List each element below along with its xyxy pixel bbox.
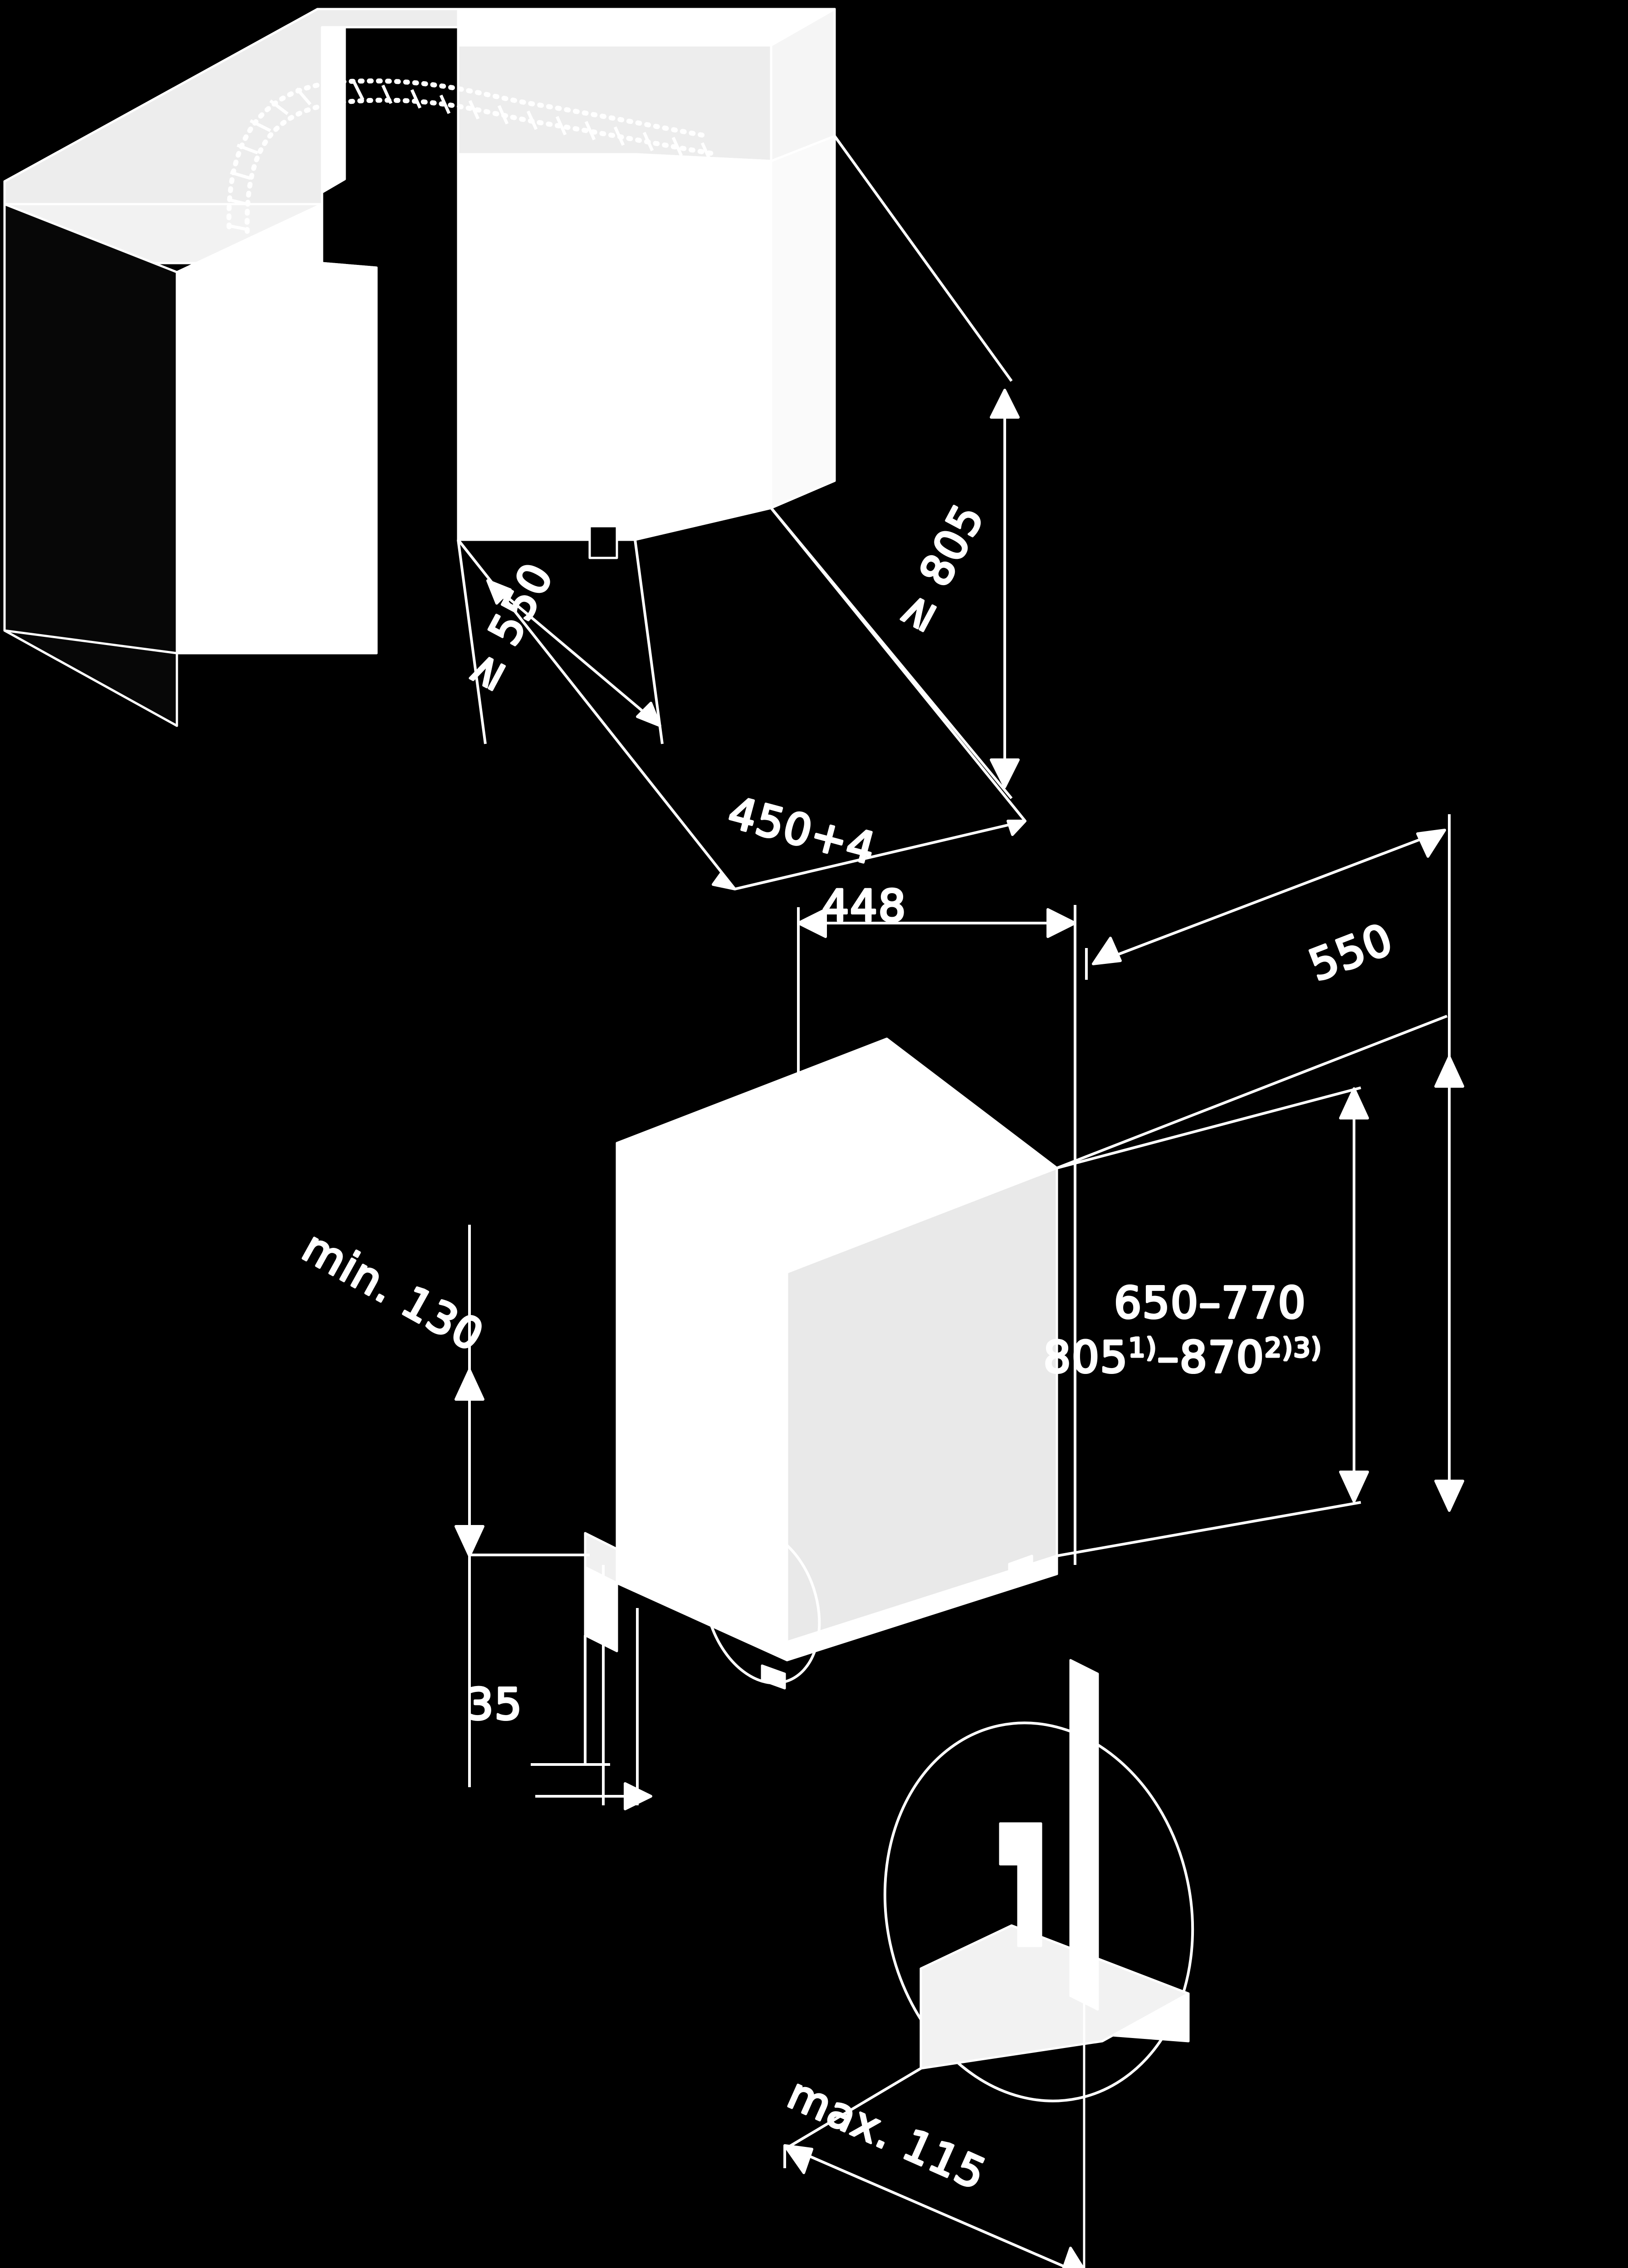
detail-view: max. 115 <box>703 1527 1194 2268</box>
svg-text:8051)–8702)3): 8051)–8702)3) <box>1043 1332 1322 1383</box>
dim-appliance-depth <box>1056 814 1451 1510</box>
dim-min-130 <box>455 1225 590 1787</box>
label-appliance-height-sup1: 1) <box>1129 1332 1158 1363</box>
label-appliance-width: 448 <box>821 881 906 931</box>
label-door-panel-height: 650–770 <box>1114 1278 1306 1328</box>
label-plinth-35: 35 <box>466 1680 523 1730</box>
plinth-panel <box>584 1532 618 1652</box>
label-appliance-height-main2: 870 <box>1180 1333 1265 1383</box>
label-appliance-height-group: 8051)–8702)3) <box>1042 1331 1323 1384</box>
appliance-body <box>616 1037 1058 1690</box>
label-appliance-depth: 550 <box>1302 914 1399 991</box>
dim-appliance-width <box>797 905 1076 1565</box>
label-niche-width: 450+4 <box>723 787 881 875</box>
dim-niche-width <box>457 507 1027 890</box>
label-appliance-height-main: 805 <box>1043 1333 1128 1383</box>
detail-leader-ellipse <box>703 1527 821 1685</box>
label-appliance-height-sup2: 2)3) <box>1265 1332 1322 1363</box>
dim-plinth-35 <box>531 1565 652 1810</box>
label-appliance-height-dash: – <box>1157 1333 1180 1383</box>
appliance-view: 448 550 650–770 8051)–8702)3) min. 130 3… <box>293 814 1464 1810</box>
dim-niche-depth <box>457 539 664 744</box>
label-min-130: min. 130 <box>294 1222 492 1362</box>
detail-plinth <box>919 1659 1190 2268</box>
dim-door-panel-height <box>1056 1086 1369 1557</box>
hose-dotted-path <box>226 78 719 234</box>
dim-appliance-height <box>1434 1056 1464 1512</box>
label-niche-height: ≥ 805 <box>886 496 994 640</box>
niche-view: ≥ 550 ≥ 805 450+4 <box>3 8 1027 890</box>
right-cabinet <box>457 8 836 559</box>
label-niche-depth: ≥ 550 <box>455 555 563 699</box>
dim-max-115 <box>783 2067 1085 2268</box>
dim-niche-height <box>770 135 1020 799</box>
detail-balloon <box>883 1721 1194 2102</box>
left-cabinet <box>3 8 836 727</box>
